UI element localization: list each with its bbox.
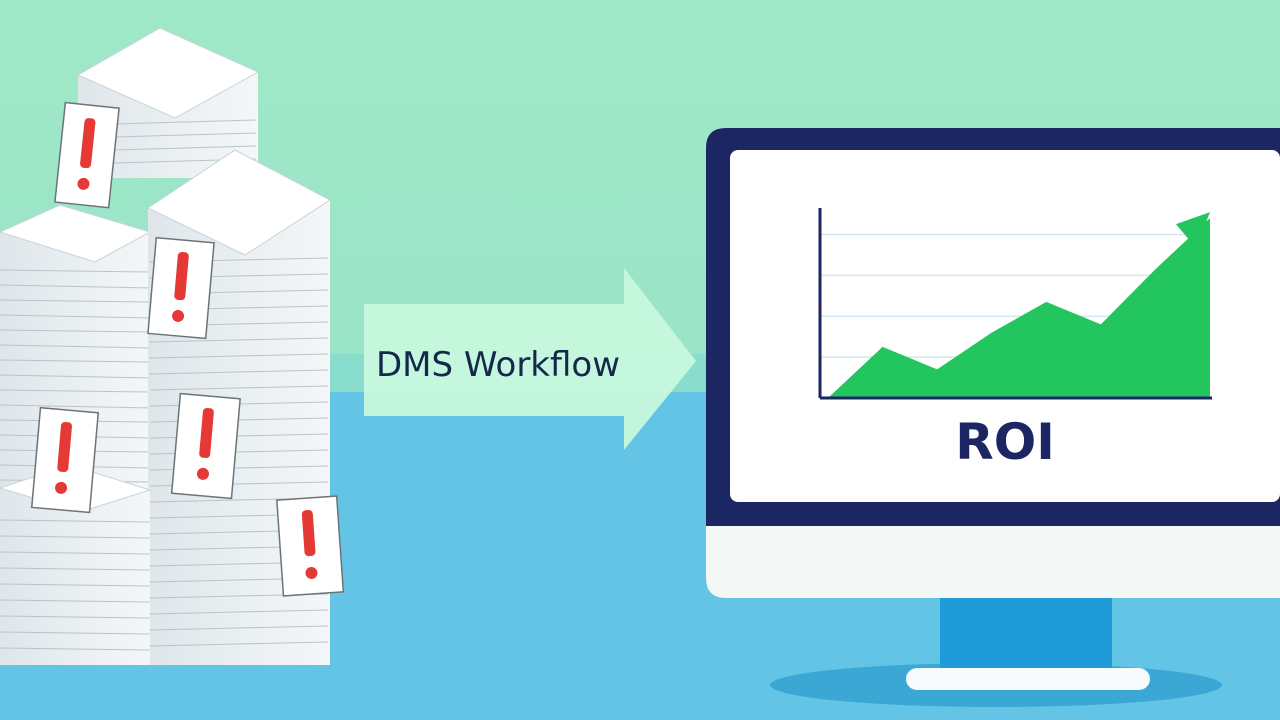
alert-note-icon — [30, 406, 100, 514]
chart-area — [828, 218, 1210, 398]
chart-arrowhead-icon — [1176, 212, 1210, 249]
arrow-right-icon — [364, 268, 696, 450]
roi-label: ROI — [955, 413, 1055, 471]
alert-note-icon — [275, 495, 345, 597]
paper-stack-icon — [76, 27, 260, 178]
alert-note-icon — [170, 392, 241, 500]
alert-note-icon — [147, 236, 215, 340]
alert-note-icon — [54, 101, 120, 209]
paper-stacks — [0, 27, 345, 665]
roi-chart — [818, 208, 1212, 400]
monitor-icon — [706, 128, 1280, 707]
arrow-label: DMS Workflow — [376, 345, 621, 385]
